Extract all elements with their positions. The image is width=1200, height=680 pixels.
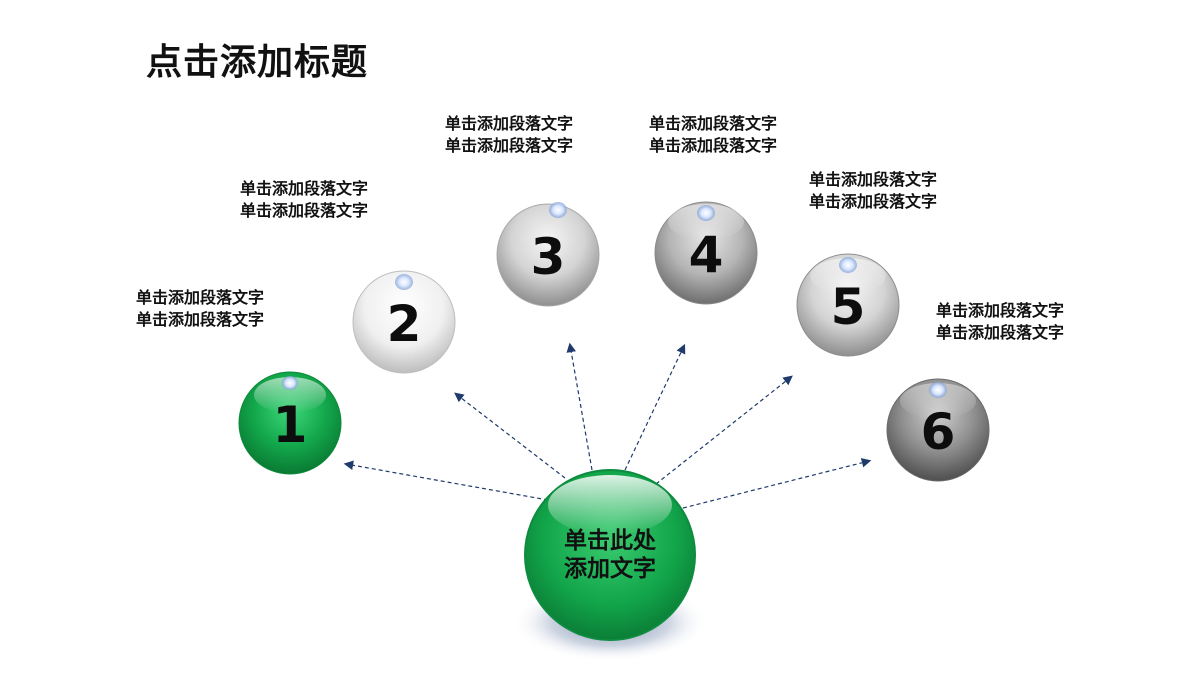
label-5-line-2: 单击添加段落文字 xyxy=(809,192,938,211)
sphere-1-number: 1 xyxy=(273,396,308,454)
sphere-4-highlight xyxy=(697,205,715,221)
label-3-line-1: 单击添加段落文字 xyxy=(445,114,574,133)
label-2-line-2: 单击添加段落文字 xyxy=(240,201,369,220)
center-text[interactable]: 单击此处 添加文字 xyxy=(525,527,695,583)
center-text-line-1: 单击此处 xyxy=(564,528,656,554)
label-5[interactable]: 单击添加段落文字 单击添加段落文字 xyxy=(809,169,937,213)
label-3-line-2: 单击添加段落文字 xyxy=(445,136,574,155)
sphere-3[interactable] xyxy=(496,202,600,307)
arrow-to-4 xyxy=(624,343,686,471)
sphere-2-highlight xyxy=(395,274,413,290)
sphere-5-number: 5 xyxy=(831,278,866,336)
sphere-4[interactable] xyxy=(654,201,758,305)
sphere-2[interactable] xyxy=(352,270,456,374)
sphere-2-number: 2 xyxy=(387,295,422,353)
sphere-5[interactable] xyxy=(796,253,900,357)
label-1[interactable]: 单击添加段落文字 单击添加段落文字 xyxy=(136,287,264,331)
label-1-line-1: 单击添加段落文字 xyxy=(136,288,265,307)
arrow-to-3 xyxy=(566,342,593,471)
label-2-line-1: 单击添加段落文字 xyxy=(240,179,369,198)
arrow-to-6 xyxy=(682,458,872,509)
sphere-1[interactable] xyxy=(238,371,342,475)
label-6[interactable]: 单击添加段落文字 单击添加段落文字 xyxy=(936,300,1064,344)
label-4-line-1: 单击添加段落文字 xyxy=(649,114,778,133)
label-6-line-2: 单击添加段落文字 xyxy=(936,323,1065,342)
label-2[interactable]: 单击添加段落文字 单击添加段落文字 xyxy=(240,178,368,222)
label-6-line-1: 单击添加段落文字 xyxy=(936,301,1065,320)
connector-arrows xyxy=(343,342,872,509)
center-text-line-2: 添加文字 xyxy=(564,556,656,582)
sphere-5-highlight xyxy=(839,257,857,273)
sphere-3-highlight xyxy=(549,202,567,218)
arrow-to-1 xyxy=(343,460,549,501)
center-sphere[interactable] xyxy=(524,469,696,641)
sphere-3-number: 3 xyxy=(531,228,566,286)
arrow-to-5 xyxy=(655,375,793,485)
page-title[interactable]: 点击添加标题 xyxy=(146,42,369,83)
label-1-line-2: 单击添加段落文字 xyxy=(136,310,265,329)
arrow-to-2 xyxy=(454,392,566,479)
sphere-6-number: 6 xyxy=(921,403,956,461)
sphere-4-number: 4 xyxy=(689,226,724,284)
sphere-6[interactable] xyxy=(886,378,990,482)
label-5-line-1: 单击添加段落文字 xyxy=(809,170,938,189)
label-4[interactable]: 单击添加段落文字 单击添加段落文字 xyxy=(649,113,777,157)
sphere-1-highlight xyxy=(282,376,298,390)
label-4-line-2: 单击添加段落文字 xyxy=(649,136,778,155)
sphere-6-highlight xyxy=(929,382,947,398)
label-3[interactable]: 单击添加段落文字 单击添加段落文字 xyxy=(445,113,573,157)
